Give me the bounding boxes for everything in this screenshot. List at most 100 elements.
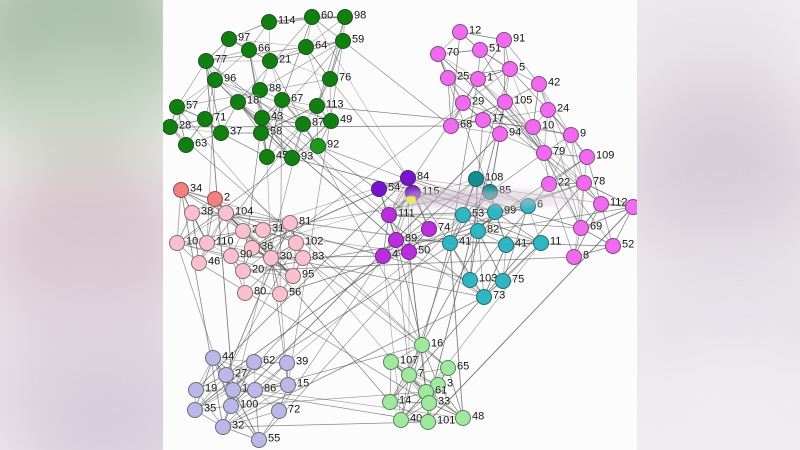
graph-node[interactable] — [442, 235, 458, 251]
graph-node[interactable] — [496, 32, 512, 48]
graph-node[interactable] — [280, 377, 296, 393]
graph-node[interactable] — [573, 220, 589, 236]
graph-node[interactable] — [244, 240, 260, 256]
graph-node[interactable] — [566, 249, 582, 265]
graph-node[interactable] — [223, 248, 239, 264]
graph-node[interactable] — [279, 355, 295, 371]
graph-node[interactable] — [259, 149, 275, 165]
graph-node[interactable] — [400, 170, 416, 186]
graph-node[interactable] — [310, 138, 326, 154]
graph-node[interactable] — [536, 145, 552, 161]
graph-node[interactable] — [495, 273, 511, 289]
graph-node[interactable] — [198, 53, 214, 69]
graph-node[interactable] — [482, 184, 498, 200]
graph-node[interactable] — [235, 263, 251, 279]
graph-node[interactable] — [309, 98, 325, 114]
graph-node[interactable] — [274, 92, 290, 108]
graph-node[interactable] — [420, 414, 436, 430]
graph-node[interactable] — [393, 412, 409, 428]
graph-node[interactable] — [401, 367, 417, 383]
graph-node[interactable] — [440, 360, 456, 376]
graph-node[interactable] — [540, 102, 556, 118]
graph-node[interactable] — [188, 382, 204, 398]
graph-node[interactable] — [187, 402, 203, 418]
graph-node[interactable] — [178, 137, 194, 153]
graph-node[interactable] — [576, 175, 592, 191]
graph-node[interactable] — [475, 112, 491, 128]
graph-node[interactable] — [468, 171, 484, 187]
graph-node[interactable] — [169, 235, 185, 251]
graph-node[interactable] — [199, 235, 215, 251]
graph-node[interactable] — [207, 72, 223, 88]
graph-node[interactable] — [430, 46, 446, 62]
graph-node[interactable] — [472, 42, 488, 58]
graph-node[interactable] — [288, 235, 304, 251]
graph-node[interactable] — [169, 99, 185, 115]
graph-node[interactable] — [443, 118, 459, 134]
graph-node[interactable] — [375, 248, 391, 264]
graph-node[interactable] — [282, 215, 298, 231]
graph-node[interactable] — [271, 403, 287, 419]
graph-node[interactable] — [593, 196, 609, 212]
graph-node[interactable] — [381, 207, 397, 223]
graph-node[interactable] — [579, 149, 595, 165]
graph-node[interactable] — [421, 221, 437, 237]
graph-node[interactable] — [284, 150, 300, 166]
graph-node[interactable] — [414, 337, 430, 353]
graph-node[interactable] — [322, 71, 338, 87]
graph-node[interactable] — [335, 33, 351, 49]
graph-node[interactable] — [255, 222, 271, 238]
graph-node[interactable] — [304, 9, 320, 25]
graph-node[interactable] — [492, 126, 508, 142]
graph-node[interactable] — [221, 31, 237, 47]
graph-node[interactable] — [241, 42, 257, 58]
graph-node[interactable] — [218, 367, 234, 383]
graph-node[interactable] — [261, 14, 277, 30]
graph-node[interactable] — [531, 76, 547, 92]
graph-node[interactable] — [605, 238, 621, 254]
graph-node[interactable] — [455, 410, 471, 426]
graph-node[interactable] — [520, 198, 536, 214]
graph-node[interactable] — [246, 354, 262, 370]
graph-node[interactable] — [191, 255, 207, 271]
graph-node[interactable] — [285, 268, 301, 284]
graph-node[interactable] — [383, 354, 399, 370]
graph-node[interactable] — [262, 53, 278, 69]
graph-node[interactable] — [253, 125, 269, 141]
graph-node[interactable] — [563, 127, 579, 143]
graph-node[interactable] — [263, 250, 279, 266]
graph-node[interactable] — [388, 232, 404, 248]
graph-node[interactable] — [223, 398, 239, 414]
graph-node[interactable] — [470, 71, 486, 87]
graph-node[interactable] — [525, 119, 541, 135]
graph-node[interactable] — [476, 289, 492, 305]
graph-node[interactable] — [382, 394, 398, 410]
graph-node[interactable] — [625, 199, 637, 215]
graph-node[interactable] — [498, 237, 514, 253]
graph-node[interactable] — [252, 82, 268, 98]
graph-node[interactable] — [452, 24, 468, 40]
graph-node[interactable] — [235, 223, 251, 239]
graph-node[interactable] — [272, 286, 288, 302]
graph-node[interactable] — [401, 244, 417, 260]
graph-node[interactable] — [462, 272, 478, 288]
graph-node[interactable] — [247, 382, 263, 398]
graph-node[interactable] — [215, 419, 231, 435]
graph-node[interactable] — [455, 207, 471, 223]
graph-node[interactable] — [455, 95, 471, 111]
graph-node[interactable] — [421, 395, 437, 411]
graph-node[interactable] — [497, 94, 513, 110]
graph-node[interactable] — [225, 382, 241, 398]
graph-node[interactable] — [298, 39, 314, 55]
graph-node[interactable] — [487, 204, 503, 220]
graph-node[interactable] — [254, 110, 270, 126]
graph-node[interactable] — [218, 205, 234, 221]
graph-node[interactable] — [541, 176, 557, 192]
graph-node[interactable] — [184, 205, 200, 221]
graph-node[interactable] — [323, 113, 339, 129]
graph-node[interactable] — [502, 61, 518, 77]
graph-node[interactable] — [205, 350, 221, 366]
graph-node[interactable] — [440, 70, 456, 86]
graph-node[interactable] — [197, 111, 213, 127]
